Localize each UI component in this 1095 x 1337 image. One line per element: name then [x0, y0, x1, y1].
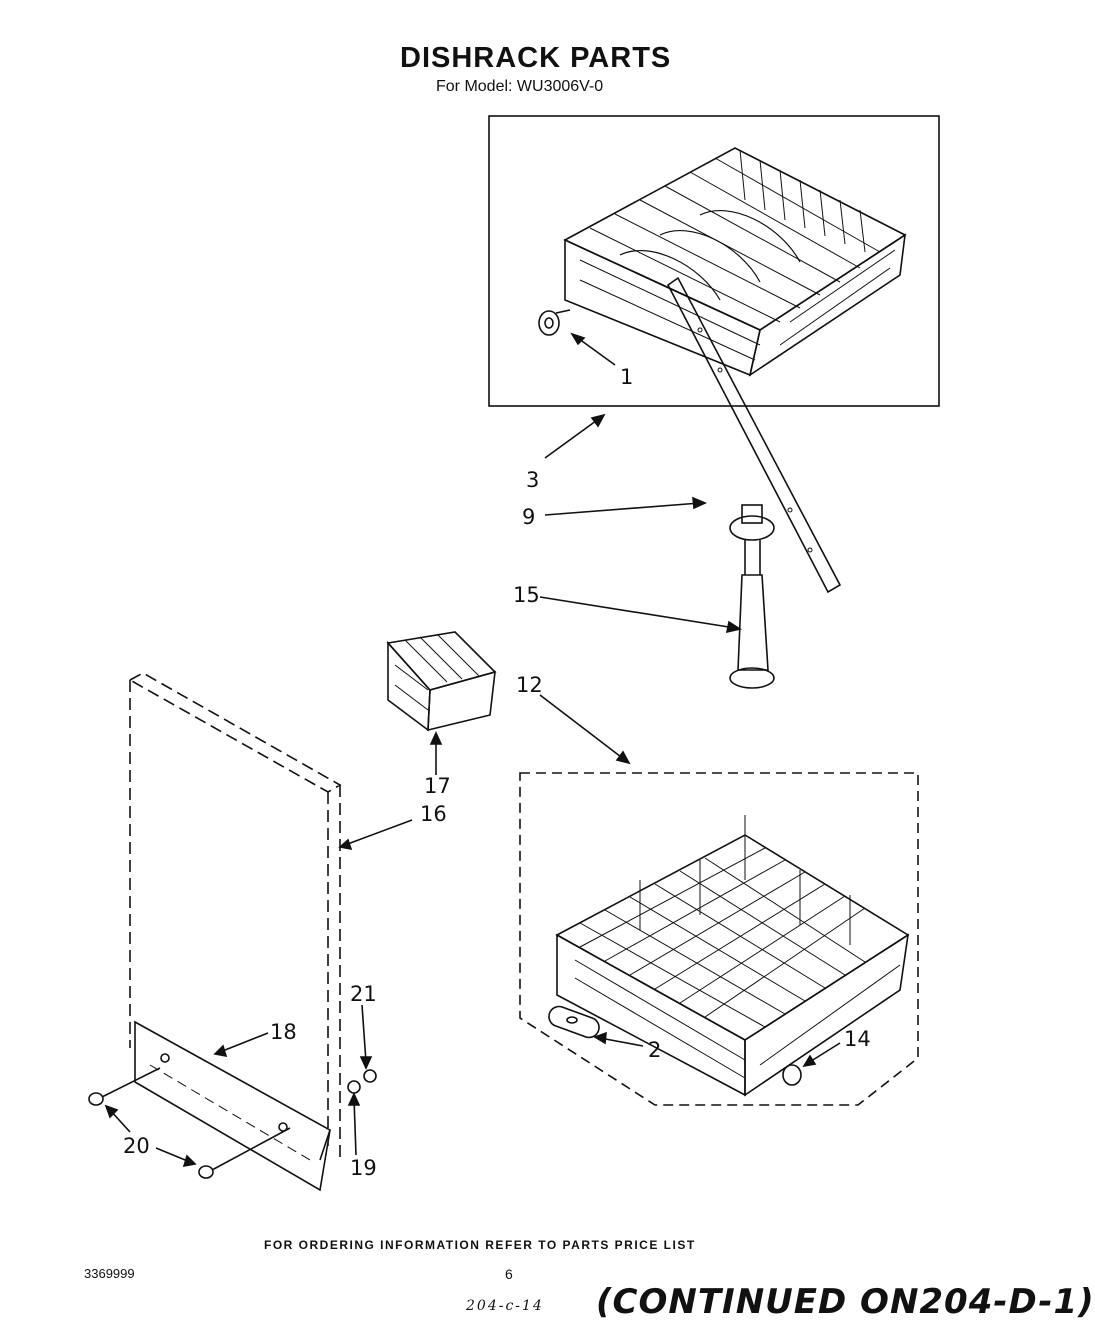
part-2-bracket — [548, 1005, 600, 1039]
callout-17: 17 — [424, 774, 451, 798]
callout-2: 2 — [648, 1038, 662, 1062]
callout-14: 14 — [844, 1027, 871, 1051]
callout-15: 15 — [513, 583, 540, 607]
page-number: 6 — [505, 1266, 513, 1282]
upper-dishrack — [563, 147, 907, 377]
leader-9 — [544, 502, 701, 516]
upper-rack-box — [488, 115, 940, 407]
leader-21-arrow — [359, 1056, 373, 1070]
callout-3: 3 — [526, 468, 540, 492]
callout-12: 12 — [516, 673, 543, 697]
leader-2-arrow — [593, 1031, 607, 1045]
leader-15-arrow — [725, 620, 743, 634]
leader-14 — [807, 1042, 841, 1064]
leader-16 — [344, 819, 413, 846]
part-18-trim-strip — [134, 1020, 331, 1192]
leader-20b — [155, 1147, 191, 1163]
callout-9: 9 — [522, 505, 536, 529]
callout-18: 18 — [270, 1020, 297, 1044]
lower-dishrack — [555, 815, 910, 1097]
part-1-roller — [538, 309, 571, 336]
part-19-nut — [347, 1080, 361, 1094]
leader-3 — [544, 417, 601, 459]
part-15-spray-tower — [729, 540, 775, 689]
part-20-screw — [88, 1067, 291, 1179]
leader-12-arrow — [615, 750, 631, 765]
leader-17-arrow — [429, 731, 443, 745]
leader-20b-arrow — [182, 1154, 197, 1168]
leader-20a-arrow — [104, 1104, 119, 1119]
part-9-spray-arm — [666, 276, 842, 594]
leader-1-arrow — [570, 332, 586, 346]
model-subtitle: For Model: WU3006V-0 — [436, 78, 604, 95]
leader-14-arrow — [802, 1054, 817, 1068]
ordering-note: FOR ORDERING INFORMATION REFER TO PARTS … — [264, 1238, 696, 1252]
part-14-roller — [782, 1064, 802, 1086]
leader-16-arrow — [338, 838, 353, 851]
leader-18 — [219, 1032, 269, 1053]
callout-1: 1 — [620, 365, 634, 389]
leader-2 — [599, 1037, 644, 1047]
leader-19 — [353, 1097, 357, 1156]
leader-15 — [539, 596, 736, 629]
handwritten-reference: 204-c-14 — [466, 1298, 544, 1314]
leader-21 — [361, 1004, 367, 1063]
leader-12 — [539, 694, 626, 761]
parts-diagram — [88, 115, 940, 1192]
callout-16: 16 — [420, 802, 447, 826]
continued-note: (CONTINUED ON204-D-1) — [596, 1282, 1095, 1322]
part-21-clip — [363, 1069, 377, 1083]
callout-21: 21 — [350, 982, 377, 1006]
leader-18-arrow — [213, 1044, 228, 1058]
leader-9-arrow — [692, 496, 708, 510]
leader-3-arrow — [590, 413, 606, 428]
callout-19: 19 — [350, 1156, 377, 1180]
part-17-silverware-basket — [386, 631, 497, 732]
lower-rack-box — [519, 772, 919, 1106]
callout-20: 20 — [123, 1134, 150, 1158]
page-title: DISHRACK PARTS — [400, 42, 672, 74]
document-number: 3369999 — [84, 1266, 135, 1281]
leader-19-arrow — [347, 1092, 361, 1106]
